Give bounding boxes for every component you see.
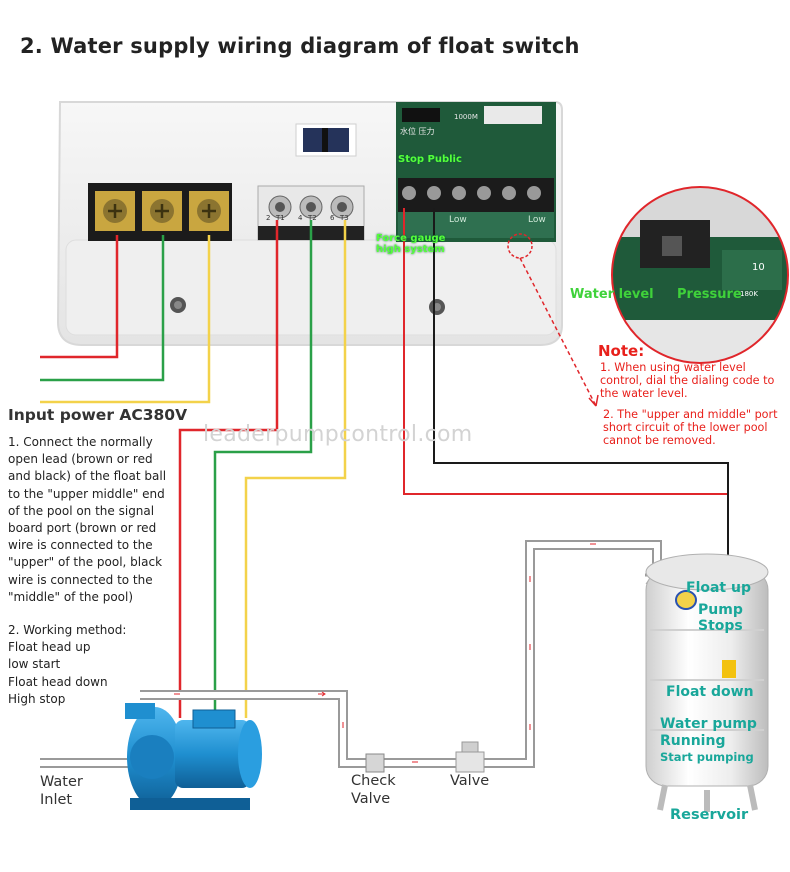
check-valve-label: Check Valve (351, 773, 396, 807)
float-up-label: Float up (686, 580, 751, 596)
input-power-label: Input power AC380V (8, 406, 188, 424)
water-inlet-label: Water Inlet (40, 774, 83, 808)
board-port-label-low-2: Low (528, 215, 546, 225)
note-title: Note: (598, 342, 645, 360)
terminal-label-t3: T3 (340, 214, 349, 222)
working-method-line: low start (8, 657, 61, 672)
instructions-text: 1. Connect the normally open lead (brown… (8, 435, 167, 604)
switch-zoom-circle (519, 186, 789, 407)
working-method-heading: 2. Working method: (8, 623, 127, 637)
terminal-label-2: 2 (266, 214, 271, 222)
working-method: 2. Working method: Float head up low sta… (8, 622, 126, 708)
float-down-label: Float down (666, 684, 754, 700)
high-system-label: high system (376, 244, 445, 255)
working-method-line: Float head up (8, 640, 91, 655)
terminal-label-6: 6 (330, 214, 335, 222)
valve-label: Valve (450, 773, 490, 789)
power-wires (40, 235, 211, 404)
note-item-2: 2. The "upper and middle" port short cir… (603, 408, 778, 447)
working-method-line: Float head down (8, 674, 108, 689)
terminal-label-4: 4 (298, 214, 303, 222)
pump-stops-label: Pump Stops (698, 602, 743, 634)
signal-board (396, 102, 556, 259)
terminal-label-t2: T2 (308, 214, 317, 222)
zoom-chip-num: 10 (752, 262, 765, 273)
page-title: 2. Water supply wiring diagram of float … (20, 34, 580, 58)
reservoir-label: Reservoir (670, 807, 749, 823)
pressure-label: Pressure (677, 287, 742, 302)
water-pump (125, 703, 262, 810)
reservoir-tank (645, 553, 769, 812)
power-terminal-block (88, 183, 232, 241)
note-item-1: 1. When using water level control, dial … (600, 361, 775, 400)
stop-public-label: Stop Public (398, 154, 462, 165)
zoom-chip-text: 180K (740, 290, 758, 298)
running-label: Running (660, 733, 726, 749)
motor-wires (178, 220, 347, 718)
water-pump-label: Water pump (660, 716, 757, 732)
board-port-label-low-1: Low (449, 215, 467, 225)
start-pumping-label: Start pumping (660, 750, 754, 764)
water-level-label: Water level (570, 287, 654, 302)
board-top-chars: 水位 压力 (400, 127, 435, 136)
watermark: leaderpumpcontrol.com (203, 422, 473, 447)
terminal-label-t1: T1 (276, 214, 285, 222)
force-gauge-label: Force gauge (376, 233, 446, 244)
working-method-line: High stop (8, 691, 66, 706)
board-chip-text: 1000M (454, 113, 478, 121)
